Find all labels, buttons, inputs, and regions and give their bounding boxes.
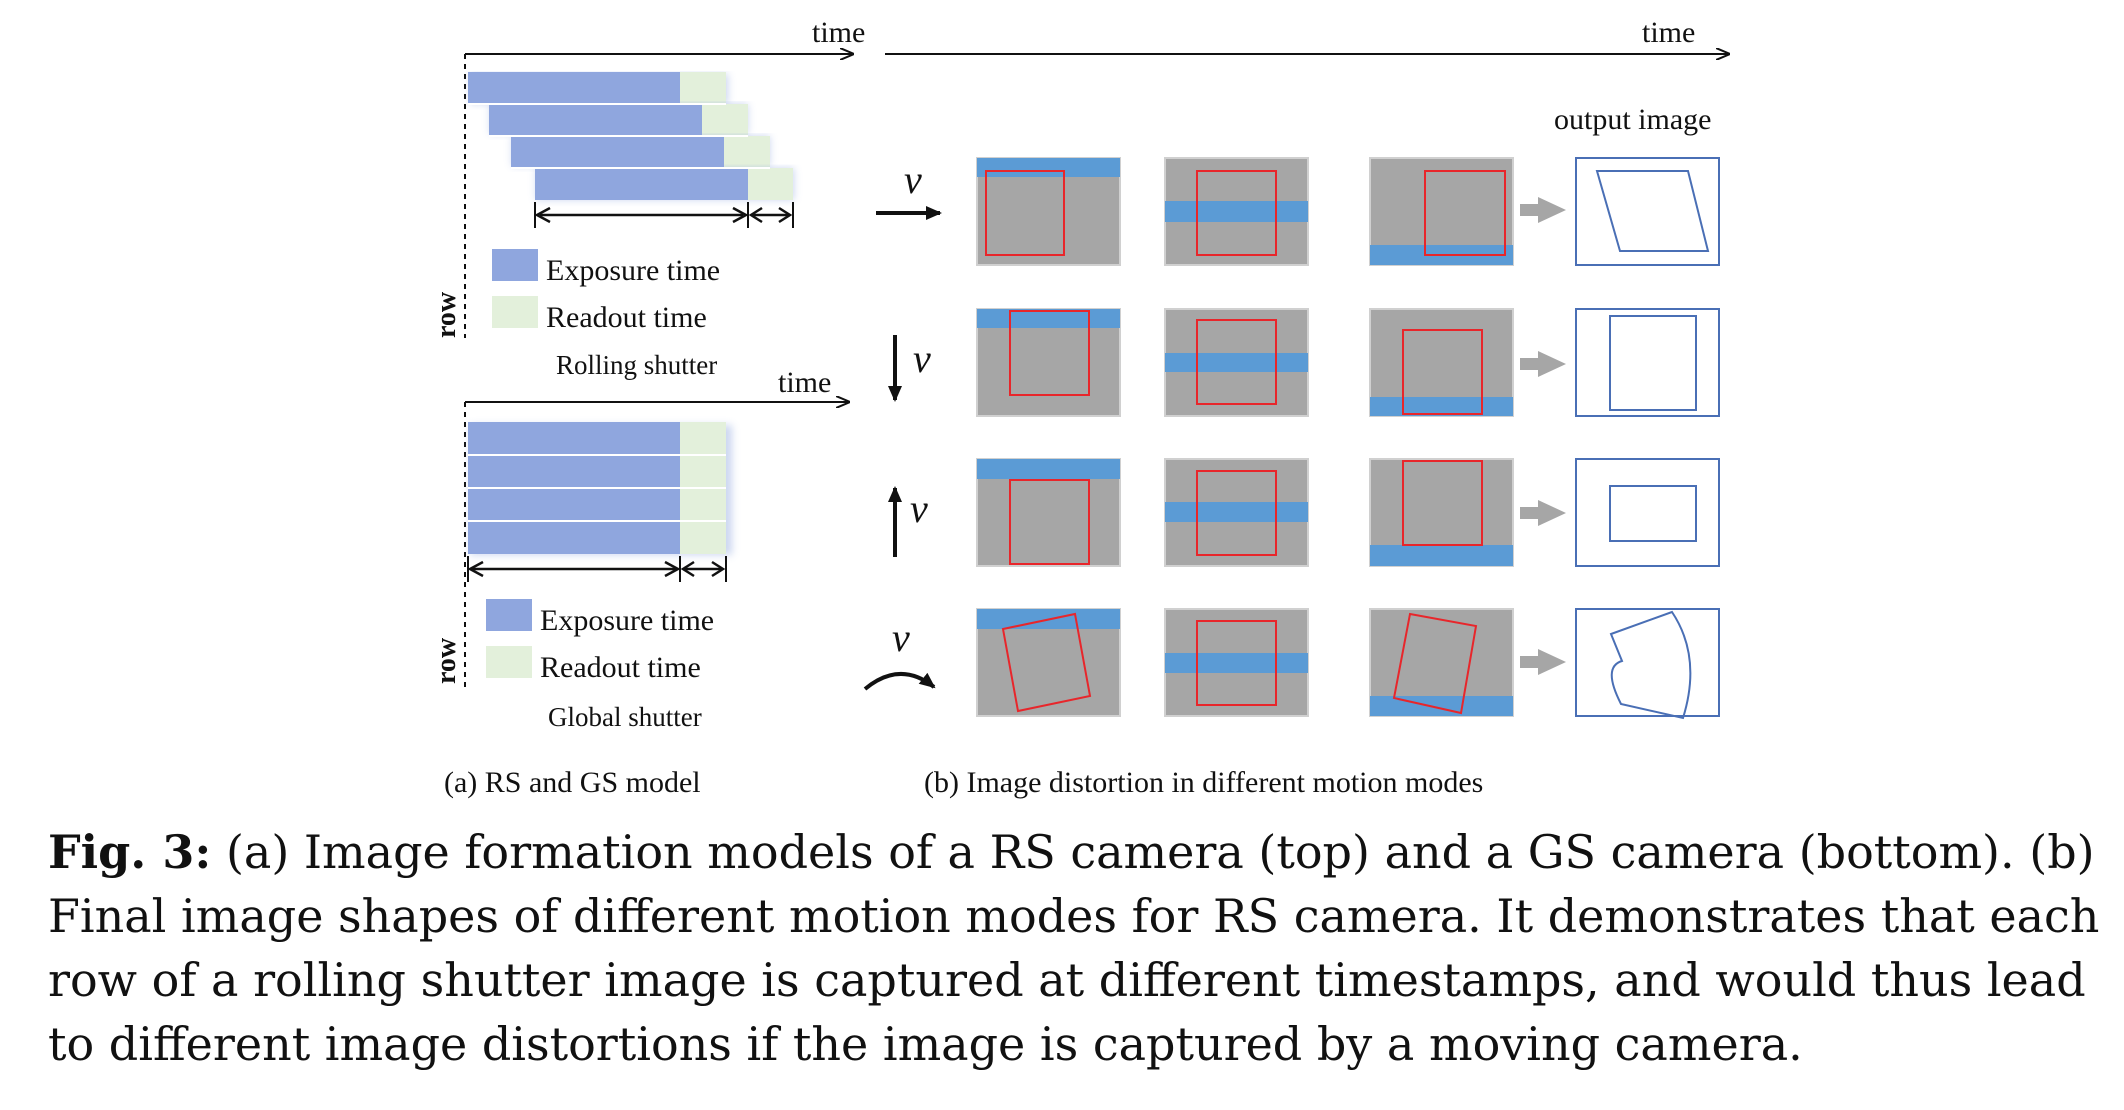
object-box	[1402, 329, 1483, 415]
figure-label: Fig. 3:	[48, 825, 212, 879]
velocity-label: v	[910, 486, 928, 531]
object-box	[1402, 460, 1483, 546]
velocity-label: v	[904, 157, 922, 202]
rolling-bars	[468, 72, 794, 200]
output-shape	[1609, 485, 1697, 542]
scan-band	[977, 158, 1120, 177]
row-downward	[976, 308, 1720, 417]
object-box	[1009, 479, 1090, 565]
exposure-bar	[511, 136, 724, 168]
output-frame	[1575, 157, 1720, 266]
panel-b-caption: (b) Image distortion in different motion…	[924, 766, 1483, 799]
scan-band	[1165, 502, 1308, 522]
output-shape	[1609, 315, 1697, 411]
exposure-bar	[468, 72, 680, 104]
object-box	[1196, 170, 1277, 256]
object-box	[1196, 620, 1277, 706]
legend-exposure-swatch	[486, 599, 532, 631]
rolling-dimension-arrows	[534, 202, 794, 228]
rotate-arrow-icon	[863, 672, 936, 691]
legend-exposure-swatch	[492, 249, 538, 281]
global-time-label: time	[778, 366, 831, 399]
output-frame	[1575, 608, 1720, 717]
legend-readout-label: Readout time	[546, 301, 707, 334]
gray-arrow-icon	[1538, 649, 1566, 675]
scan-band	[977, 459, 1120, 479]
gray-arrow-icon	[1538, 500, 1566, 526]
global-shutter-diagram: time row Exposure time Readout time Glob…	[431, 366, 848, 732]
scan-band	[1370, 397, 1513, 416]
rolling-shutter-title: Rolling shutter	[556, 350, 717, 380]
scan-band	[1165, 353, 1308, 372]
scan-band	[1370, 696, 1513, 716]
figure-caption: Fig. 3: (a) Image formation models of a …	[48, 820, 2124, 1076]
row-rotation	[976, 608, 1720, 720]
motion-right: v	[876, 157, 942, 220]
gray-arrow-icon	[1538, 197, 1566, 223]
rolling-time-label: time	[812, 16, 865, 49]
readout-bar	[680, 72, 726, 104]
global-row-label: row	[431, 637, 462, 684]
object-box	[1196, 470, 1277, 556]
global-shutter-title: Global shutter	[548, 702, 702, 732]
object-box	[985, 170, 1065, 256]
velocity-label: v	[913, 336, 931, 381]
output-shape	[1609, 610, 1692, 720]
output-frame	[1575, 308, 1720, 417]
readout-bar	[724, 136, 770, 168]
panel-b-time-label: time	[1642, 16, 1695, 49]
scan-band	[1370, 545, 1513, 566]
legend-exposure-label: Exposure time	[540, 604, 714, 637]
global-bars	[468, 422, 732, 555]
legend-exposure-label: Exposure time	[546, 254, 720, 287]
readout-bar	[702, 104, 748, 136]
legend-readout-label: Readout time	[540, 651, 701, 684]
output-image-label: output image	[1554, 103, 1711, 136]
row-horizontal	[976, 157, 1720, 266]
rolling-shutter-diagram: time row	[431, 16, 865, 380]
exposure-bar	[489, 104, 702, 136]
object-box	[1392, 612, 1478, 715]
exposure-bar	[535, 168, 748, 200]
scan-band	[1165, 653, 1308, 673]
scan-band	[1165, 201, 1308, 222]
legend-readout-swatch	[486, 646, 532, 678]
object-box	[1196, 319, 1277, 405]
caption-text: (a) Image formation models of a RS camer…	[48, 825, 2100, 1071]
rolling-row-label: row	[431, 291, 462, 338]
object-box	[1009, 310, 1090, 396]
object-box	[1424, 170, 1506, 256]
motion-rotate: v	[863, 615, 936, 691]
motion-up: v	[888, 486, 928, 557]
row-upward	[976, 458, 1720, 567]
panel-a-caption: (a) RS and GS model	[444, 766, 701, 799]
output-frame	[1575, 458, 1720, 567]
readout-bar	[748, 168, 793, 200]
motion-down: v	[888, 335, 931, 402]
legend-readout-swatch	[492, 296, 538, 328]
panel-b: time output image v v v v	[863, 16, 1728, 799]
global-dimension-arrows	[467, 556, 727, 582]
output-shape	[1595, 170, 1710, 252]
scan-band	[977, 309, 1120, 328]
velocity-label: v	[892, 615, 910, 660]
figure: time row	[431, 16, 2124, 799]
gray-arrow-icon	[1538, 351, 1566, 377]
object-box	[1001, 612, 1092, 713]
